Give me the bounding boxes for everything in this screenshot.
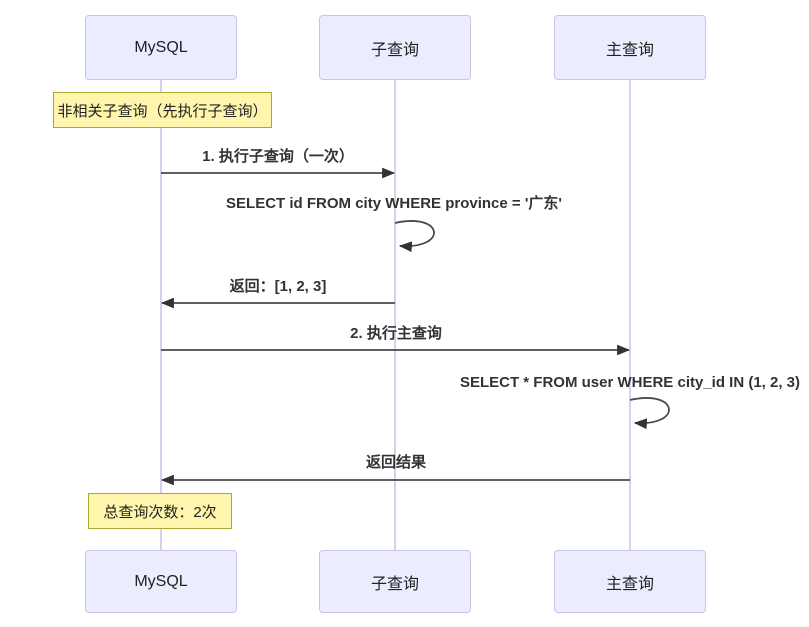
message-label-return-result: 返回结果 <box>365 454 427 471</box>
actor-box-mainquery-bottom: 主查询 <box>554 550 706 613</box>
message-label-return-ids: 返回：[1, 2, 3] <box>229 278 327 295</box>
actor-box-subquery-bottom: 子查询 <box>319 550 471 613</box>
actor-label: 子查询 <box>370 41 419 59</box>
actor-label: MySQL <box>134 572 188 590</box>
message-label-select-city: SELECT id FROM city WHERE province = '广东… <box>226 195 562 212</box>
note-text: 总查询次数：2次 <box>103 503 217 521</box>
message-label-execute-mainquery: 2. 执行主查询 <box>350 325 442 342</box>
note-text: 非相关子查询（先执行子查询） <box>57 102 268 120</box>
self-loop-mainquery <box>629 397 670 430</box>
actor-box-mysql-top: MySQL <box>85 15 237 80</box>
actor-label: MySQL <box>134 38 188 56</box>
actor-box-mainquery-top: 主查询 <box>554 15 706 80</box>
note-total-query-count: 总查询次数：2次 <box>88 493 232 529</box>
self-loop-subquery <box>394 220 435 253</box>
actor-label: 子查询 <box>370 575 419 593</box>
actor-label: 主查询 <box>605 41 654 59</box>
actor-label: 主查询 <box>605 575 654 593</box>
actor-box-mysql-bottom: MySQL <box>85 550 237 613</box>
message-label-execute-subquery: 1. 执行子查询（一次） <box>202 148 354 165</box>
actor-box-subquery-top: 子查询 <box>319 15 471 80</box>
message-label-select-user: SELECT * FROM user WHERE city_id IN (1, … <box>459 374 801 391</box>
note-uncorrelated-subquery: 非相关子查询（先执行子查询） <box>53 92 272 128</box>
